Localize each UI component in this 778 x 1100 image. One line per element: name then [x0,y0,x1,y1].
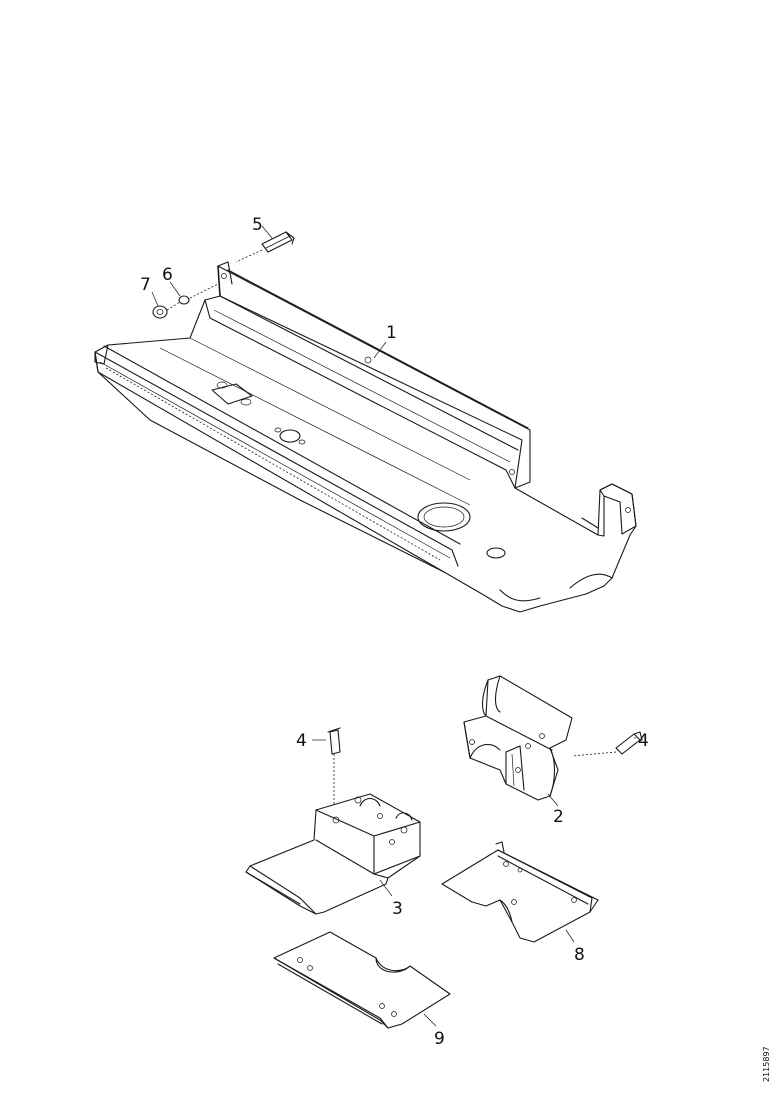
callout-4-right: 4 [638,731,649,751]
callout-8: 8 [574,945,585,965]
part-6-washer [178,283,219,305]
part-8-plate [441,841,599,943]
callout-4-left: 4 [296,731,307,751]
part-3-cover-plate [245,793,421,915]
part-7-nut [152,301,181,319]
callout-6: 6 [162,265,173,285]
part-2-bracket [463,675,573,801]
callout-5: 5 [252,215,263,235]
part-4-bolt-left [327,727,341,812]
callout-2: 2 [553,807,564,827]
callout-1: 1 [386,323,397,343]
part-4-bolt-right [571,731,643,757]
callout-3: 3 [392,899,403,919]
callout-7: 7 [140,275,151,295]
leader-lines [151,225,636,1027]
part-9-plate [273,931,451,1029]
part-1-frame [94,261,637,613]
part-5-bolt [235,231,295,263]
callout-9: 9 [434,1029,445,1049]
document-number: 2115897 [762,1046,771,1082]
callouts: 1 2 3 4 4 5 6 7 8 9 [140,215,649,1049]
